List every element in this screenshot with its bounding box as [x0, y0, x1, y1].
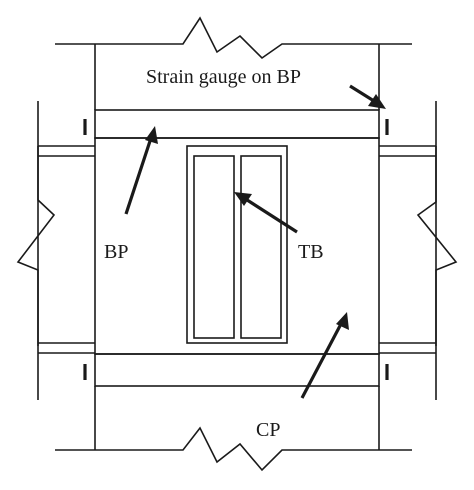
label-bp: BP: [104, 241, 128, 263]
tube-bars: [186, 145, 288, 344]
label-cp: CP: [256, 419, 280, 441]
label-strain-gauge: Strain gauge on BP: [146, 66, 301, 88]
right-flange: [379, 101, 458, 400]
label-tb: TB: [298, 241, 324, 263]
center-plate: [94, 137, 380, 355]
arrow-bp: [124, 126, 158, 215]
left-flange: [16, 101, 95, 400]
arrow-strain-gauge: [349, 84, 386, 109]
upper-section: [55, 16, 412, 110]
arrow-tb: [234, 192, 298, 234]
arrow-cp: [300, 312, 349, 399]
lower-section: [55, 353, 412, 472]
top-base-plate: [94, 109, 380, 139]
strain-gauges: [83, 119, 389, 380]
